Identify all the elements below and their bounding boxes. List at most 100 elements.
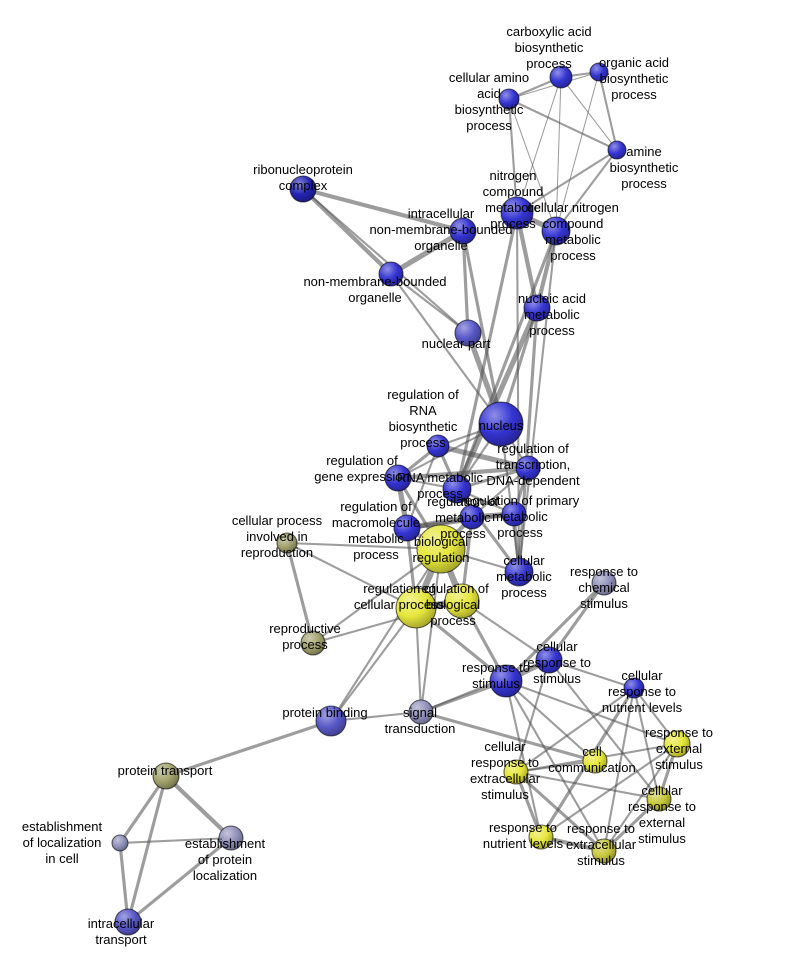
edge-intra_nmbo--nmbo (388, 228, 466, 277)
edge-cell_amino--nitrogen (507, 97, 519, 215)
node-cell_resp_extracell[interactable] (503, 759, 529, 785)
edge-cell_resp_stim--cell_resp_nutrient (547, 658, 636, 690)
node-chem_stim[interactable] (591, 570, 617, 596)
node-cell_resp_external[interactable] (646, 786, 672, 812)
node-reg_rna[interactable] (426, 434, 450, 458)
node-resp_nutrient[interactable] (528, 824, 554, 850)
edge-rnp--nuclear_part (301, 187, 470, 335)
edge-amine--cell_nitrogen (554, 148, 619, 233)
node-label-protein_transport: protein transport (118, 763, 213, 778)
edge-cell_resp_nutrient--cell_resp_extracell (514, 686, 636, 774)
edge-cell_amino--amine (507, 97, 619, 152)
node-signal_trans[interactable] (408, 699, 434, 725)
edge-rna_met--cell_met (455, 487, 521, 574)
edge-bio_reg--cpir (285, 541, 443, 551)
edge-resp_stim--cell_comm (504, 679, 597, 763)
edge-nmbo--nucleus (389, 272, 503, 426)
node-label-nucleus: nucleus (479, 418, 524, 433)
node-resp_extracell[interactable] (591, 838, 617, 864)
node-reg_met[interactable] (459, 504, 485, 530)
node-resp_external[interactable] (663, 730, 691, 758)
node-cell_comm[interactable] (582, 748, 608, 774)
node-amine[interactable] (607, 140, 627, 160)
node-cell_amino[interactable] (498, 88, 520, 110)
edge-cell_resp_stim--signal_trans (419, 658, 551, 714)
node-rna_met[interactable] (442, 474, 472, 504)
node-intra_transport[interactable] (114, 908, 142, 936)
node-reg_cell[interactable] (395, 587, 437, 629)
node-nmbo[interactable] (378, 261, 404, 287)
node-nuclear_part[interactable] (454, 319, 482, 347)
node-est_local_cell[interactable] (111, 834, 129, 852)
node-protein_transport[interactable] (152, 762, 180, 790)
node-nucleus[interactable] (478, 401, 524, 447)
node-cell_resp_nutrient[interactable] (623, 677, 645, 699)
edge-organic--cell_nitrogen (555, 71, 600, 232)
edge-cpir--repro (285, 541, 315, 645)
node-organic[interactable] (589, 62, 609, 82)
node-cpir[interactable] (276, 532, 298, 554)
node-bio_reg[interactable] (416, 524, 466, 574)
node-reg_macro[interactable] (393, 514, 421, 542)
node-repro[interactable] (300, 630, 326, 656)
node-nitrogen[interactable] (500, 196, 534, 230)
node-resp_stim[interactable] (489, 664, 523, 698)
edge-est_protein_local--est_local_cell (118, 836, 233, 845)
edge-protein_transport--protein_binding (164, 719, 333, 778)
edge-resp_external--resp_extracell (602, 742, 679, 853)
node-rnp[interactable] (289, 175, 317, 203)
edge-nucleic--cell_met (517, 306, 539, 574)
edge-bio_reg--protein_binding (329, 547, 443, 723)
node-cell_resp_stim[interactable] (535, 646, 563, 674)
node-reg_tx[interactable] (515, 455, 541, 481)
edge-cell_resp_nutrient--cell_resp_external (632, 686, 661, 801)
node-intra_nmbo[interactable] (449, 217, 477, 245)
node-protein_binding[interactable] (315, 705, 347, 737)
edge-amine--nitrogen (515, 148, 619, 215)
node-reg_gene[interactable] (384, 464, 412, 492)
edge-bio_reg--repro (311, 547, 443, 645)
node-label-nuclear_part: nuclear part (422, 336, 491, 351)
node-cell_nitrogen[interactable] (541, 216, 571, 246)
node-reg_bio[interactable] (444, 583, 480, 619)
edge-cell_amino--cell_nitrogen (508, 98, 557, 232)
edge-bio_reg--signal_trans (419, 547, 443, 714)
node-nucleic[interactable] (523, 294, 551, 322)
edge-signal_trans--cell_comm (419, 710, 597, 763)
nodes-layer (111, 62, 691, 936)
node-carboxylic[interactable] (549, 65, 573, 89)
edge-nmbo--nuclear_part (389, 272, 470, 335)
edge-resp_stim--chem_stim (504, 581, 606, 683)
node-reg_primary[interactable] (501, 501, 527, 527)
edge-cell_resp_stim--cell_resp_external (547, 658, 661, 801)
edge-protein_transport--intra_transport (126, 774, 168, 924)
edge-reg_cell--protein_binding (329, 606, 418, 723)
node-est_protein_local[interactable] (218, 825, 244, 851)
node-cell_met[interactable] (504, 557, 534, 587)
edge-cell_resp_nutrient--resp_extracell (602, 686, 636, 853)
